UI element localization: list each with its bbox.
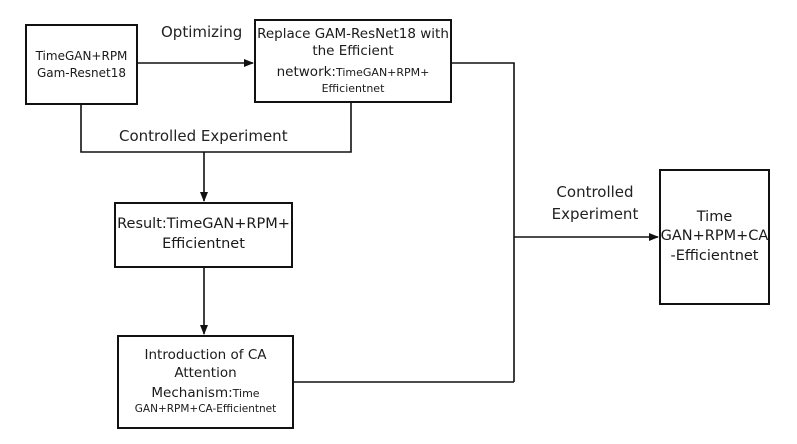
node-baseline: TimeGAN+RPM Gam-Resnet18	[25, 24, 138, 105]
node-final-line1: Time	[696, 208, 733, 225]
node-replace-line3-small: TimeGAN+RPM+	[335, 66, 430, 79]
node-replace-line3: network:TimeGAN+RPM+	[277, 61, 430, 82]
label-controlled-experiment-right: Controlled Experiment	[540, 182, 650, 226]
node-ca-line3-main: Mechanism:	[151, 385, 233, 402]
node-ca-line2: Attention	[174, 364, 237, 381]
node-replace-line1: Replace GAM-ResNet18 with	[257, 25, 449, 42]
node-ca: Introduction of CA Attention Mechanism:T…	[117, 335, 294, 429]
node-replace-line3-main: network:	[276, 64, 336, 80]
node-baseline-line1: TimeGAN+RPM	[35, 49, 128, 64]
node-ca-line1: Introduction of CA	[144, 347, 267, 364]
node-final-line3: -Efficientnet	[670, 247, 759, 264]
node-replace: Replace GAM-ResNet18 with the Efficient …	[254, 19, 452, 103]
label-optimizing: Optimizing	[161, 23, 243, 41]
node-ca-line4: GAN+RPM+CA-Efficientnet	[134, 403, 277, 416]
node-baseline-line2: Gam-Resnet18	[36, 65, 127, 80]
label-controlled-experiment-top: Controlled Experiment	[119, 127, 288, 145]
node-ca-line3-small: Time	[232, 387, 260, 401]
node-replace-line2: the Efficient	[312, 43, 394, 60]
connector-replace-right	[452, 62, 515, 382]
node-replace-line4: Efficientnet	[321, 81, 385, 95]
node-final-line2: GAN+RPM+CA	[660, 228, 769, 245]
node-ca-line3: Mechanism:Time	[151, 382, 259, 403]
connector-baseline-down	[80, 102, 352, 153]
node-result-line1: Result:TimeGAN+RPM+	[117, 216, 290, 233]
node-result-line2: Efficientnet	[162, 236, 245, 252]
label-controlled-right-line1: Controlled	[556, 183, 634, 201]
node-final: Time GAN+RPM+CA -Efficientnet	[659, 169, 770, 305]
label-controlled-right-line2: Experiment	[551, 204, 639, 223]
node-result: Result:TimeGAN+RPM+ Efficientnet	[114, 202, 293, 268]
